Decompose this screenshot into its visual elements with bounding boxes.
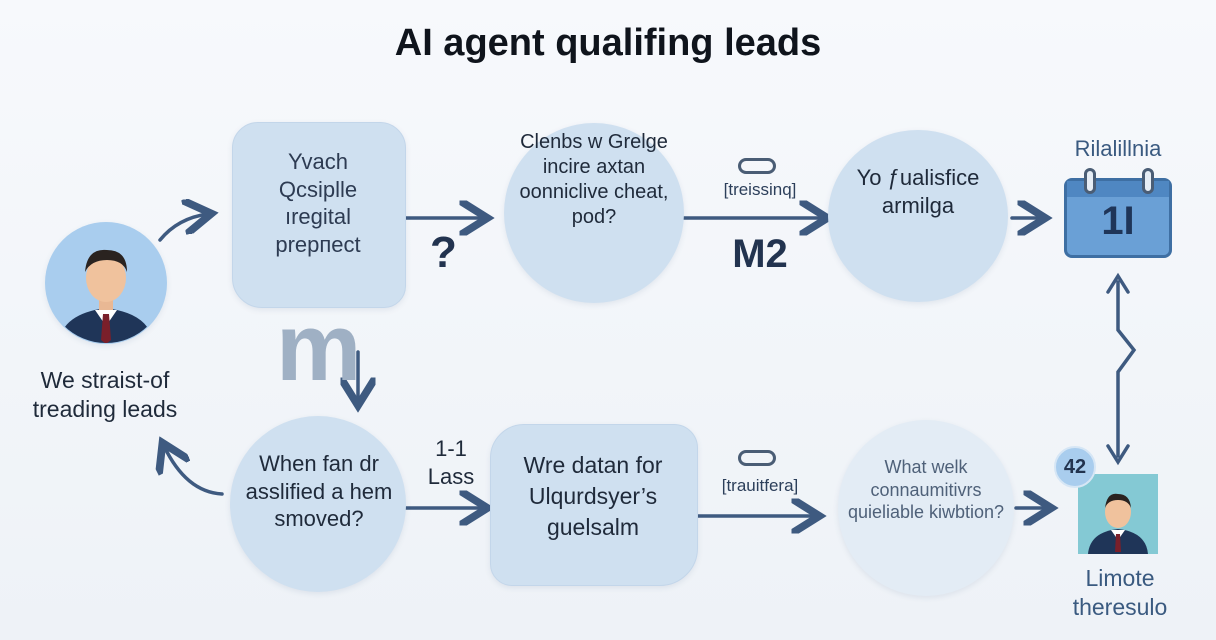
edge-m2-label: M2 — [732, 232, 788, 276]
calendar-day: 1I — [1101, 199, 1135, 243]
edge-tag-processing: [treissinq] — [723, 180, 797, 199]
start-label: We straist-of treading leads — [32, 367, 178, 422]
calendar-icon: 1I — [1064, 178, 1172, 258]
node-qualified-moved — [230, 416, 406, 592]
node-data-for-user-text: Wre datan for Ulqurdsyer’s guelsalm — [523, 452, 663, 541]
node-qualifiable — [838, 420, 1014, 596]
edge-m-glyph: m — [276, 294, 362, 401]
node-qualifiable-text: What welk connaumitivrs quieliable kiwbt… — [847, 457, 1005, 522]
node-challenge — [504, 123, 684, 303]
diagram-title: AI agent qualifing leads — [394, 22, 822, 64]
result-badge: 42 — [1054, 446, 1096, 488]
node-challenge-text: Clenbs w Grelge incire axtan oonniclive … — [519, 131, 669, 228]
person-avatar-icon — [59, 249, 153, 343]
node-data-for-user — [490, 424, 698, 586]
wavy-link-calendar-result — [1116, 280, 1137, 458]
node-qualified-moved-text: When fan dr asslified a hem smoved? — [245, 451, 393, 531]
tag-icon — [738, 158, 776, 174]
calendar-ring-left — [1084, 168, 1096, 194]
edge-1-1-label: 1-1 — [435, 436, 467, 461]
tag-icon — [738, 450, 776, 466]
arrow-avatar-to-n1 — [158, 214, 208, 242]
result-label: Limote theresulo — [1072, 565, 1168, 620]
calendar-ring-right — [1142, 168, 1154, 194]
calendar-label: Rilalillnia — [1074, 136, 1162, 161]
person-result-icon — [1078, 474, 1158, 554]
node-needs-prospect — [232, 122, 406, 308]
node-qualify — [828, 130, 1008, 302]
edge-lass-label: Lass — [427, 464, 475, 489]
person-result-figure — [1088, 493, 1148, 554]
edge-tag-transfer: [trauitfera] — [721, 476, 799, 495]
node-needs-prospect-text: Yvach Qcsiplle ıregital prepпect — [275, 149, 361, 257]
start-avatar — [45, 222, 167, 344]
arrow-n4-to-start — [164, 446, 224, 496]
question-mark-icon: ? — [430, 228, 457, 277]
node-qualify-text: Yo ƒualisfice armilga — [856, 165, 980, 218]
